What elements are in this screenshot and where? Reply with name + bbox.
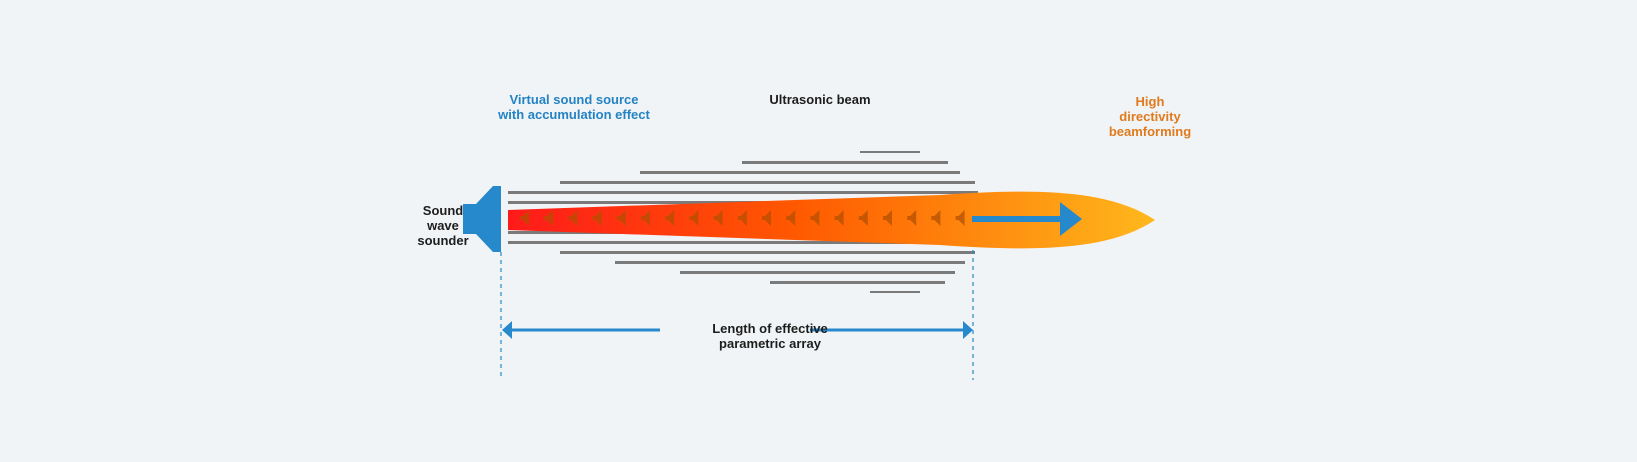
speaker-marker-icon [762,210,771,226]
stripe [560,181,975,184]
speaker-marker-icon [689,210,699,226]
speaker-marker-icon [955,210,965,226]
speaker-marker-icon [907,210,917,226]
speaker-marker-icon [883,210,892,226]
stripe [640,171,960,174]
speaker-marker-icon [737,210,747,226]
arrow-head [1060,202,1082,236]
speaker-marker-icon [858,210,868,226]
virtual-source-markers [520,210,965,226]
stripe [508,241,978,244]
speaker-marker-icon [592,210,602,226]
ultrasonic-beam-cone [508,191,1155,249]
dimension-arrowhead-right [963,321,973,339]
arrow-shaft [972,216,1064,222]
label-effective-length: Length of effective parametric array [712,321,828,351]
speaker-marker-icon [568,210,578,226]
stripe [615,261,965,264]
stripe [870,291,920,293]
speaker-horn-icon [463,186,501,252]
speaker-marker-icon [713,210,723,226]
speaker-marker-icon [834,210,844,226]
beam-direction-arrow [972,202,1082,236]
speaker-marker-icon [810,210,820,226]
speaker-marker-icon [641,210,650,226]
label-high-directivity: High directivity beamforming [1108,94,1192,139]
speaker-marker-icon [665,210,675,226]
dimension-arrowhead-left [502,321,512,339]
label-virtual-sound-source: Virtual sound source with accumulation e… [498,92,650,122]
label-ultrasonic-beam: Ultrasonic beam [769,92,871,107]
stripe [770,281,945,284]
speaker-marker-icon [786,210,796,226]
speaker-marker-icon [520,210,529,226]
speaker-marker-icon [616,210,626,226]
speaker-marker-icon [544,210,554,226]
stripe [560,251,975,254]
speaker-marker-icon [931,210,941,226]
stripe [680,271,955,274]
length-dimension-arrow [502,321,973,339]
stripe [508,191,978,194]
label-sound-wave-sounder: Sound wave sounder [417,203,469,248]
stripe [742,161,948,164]
stripe [860,151,920,153]
